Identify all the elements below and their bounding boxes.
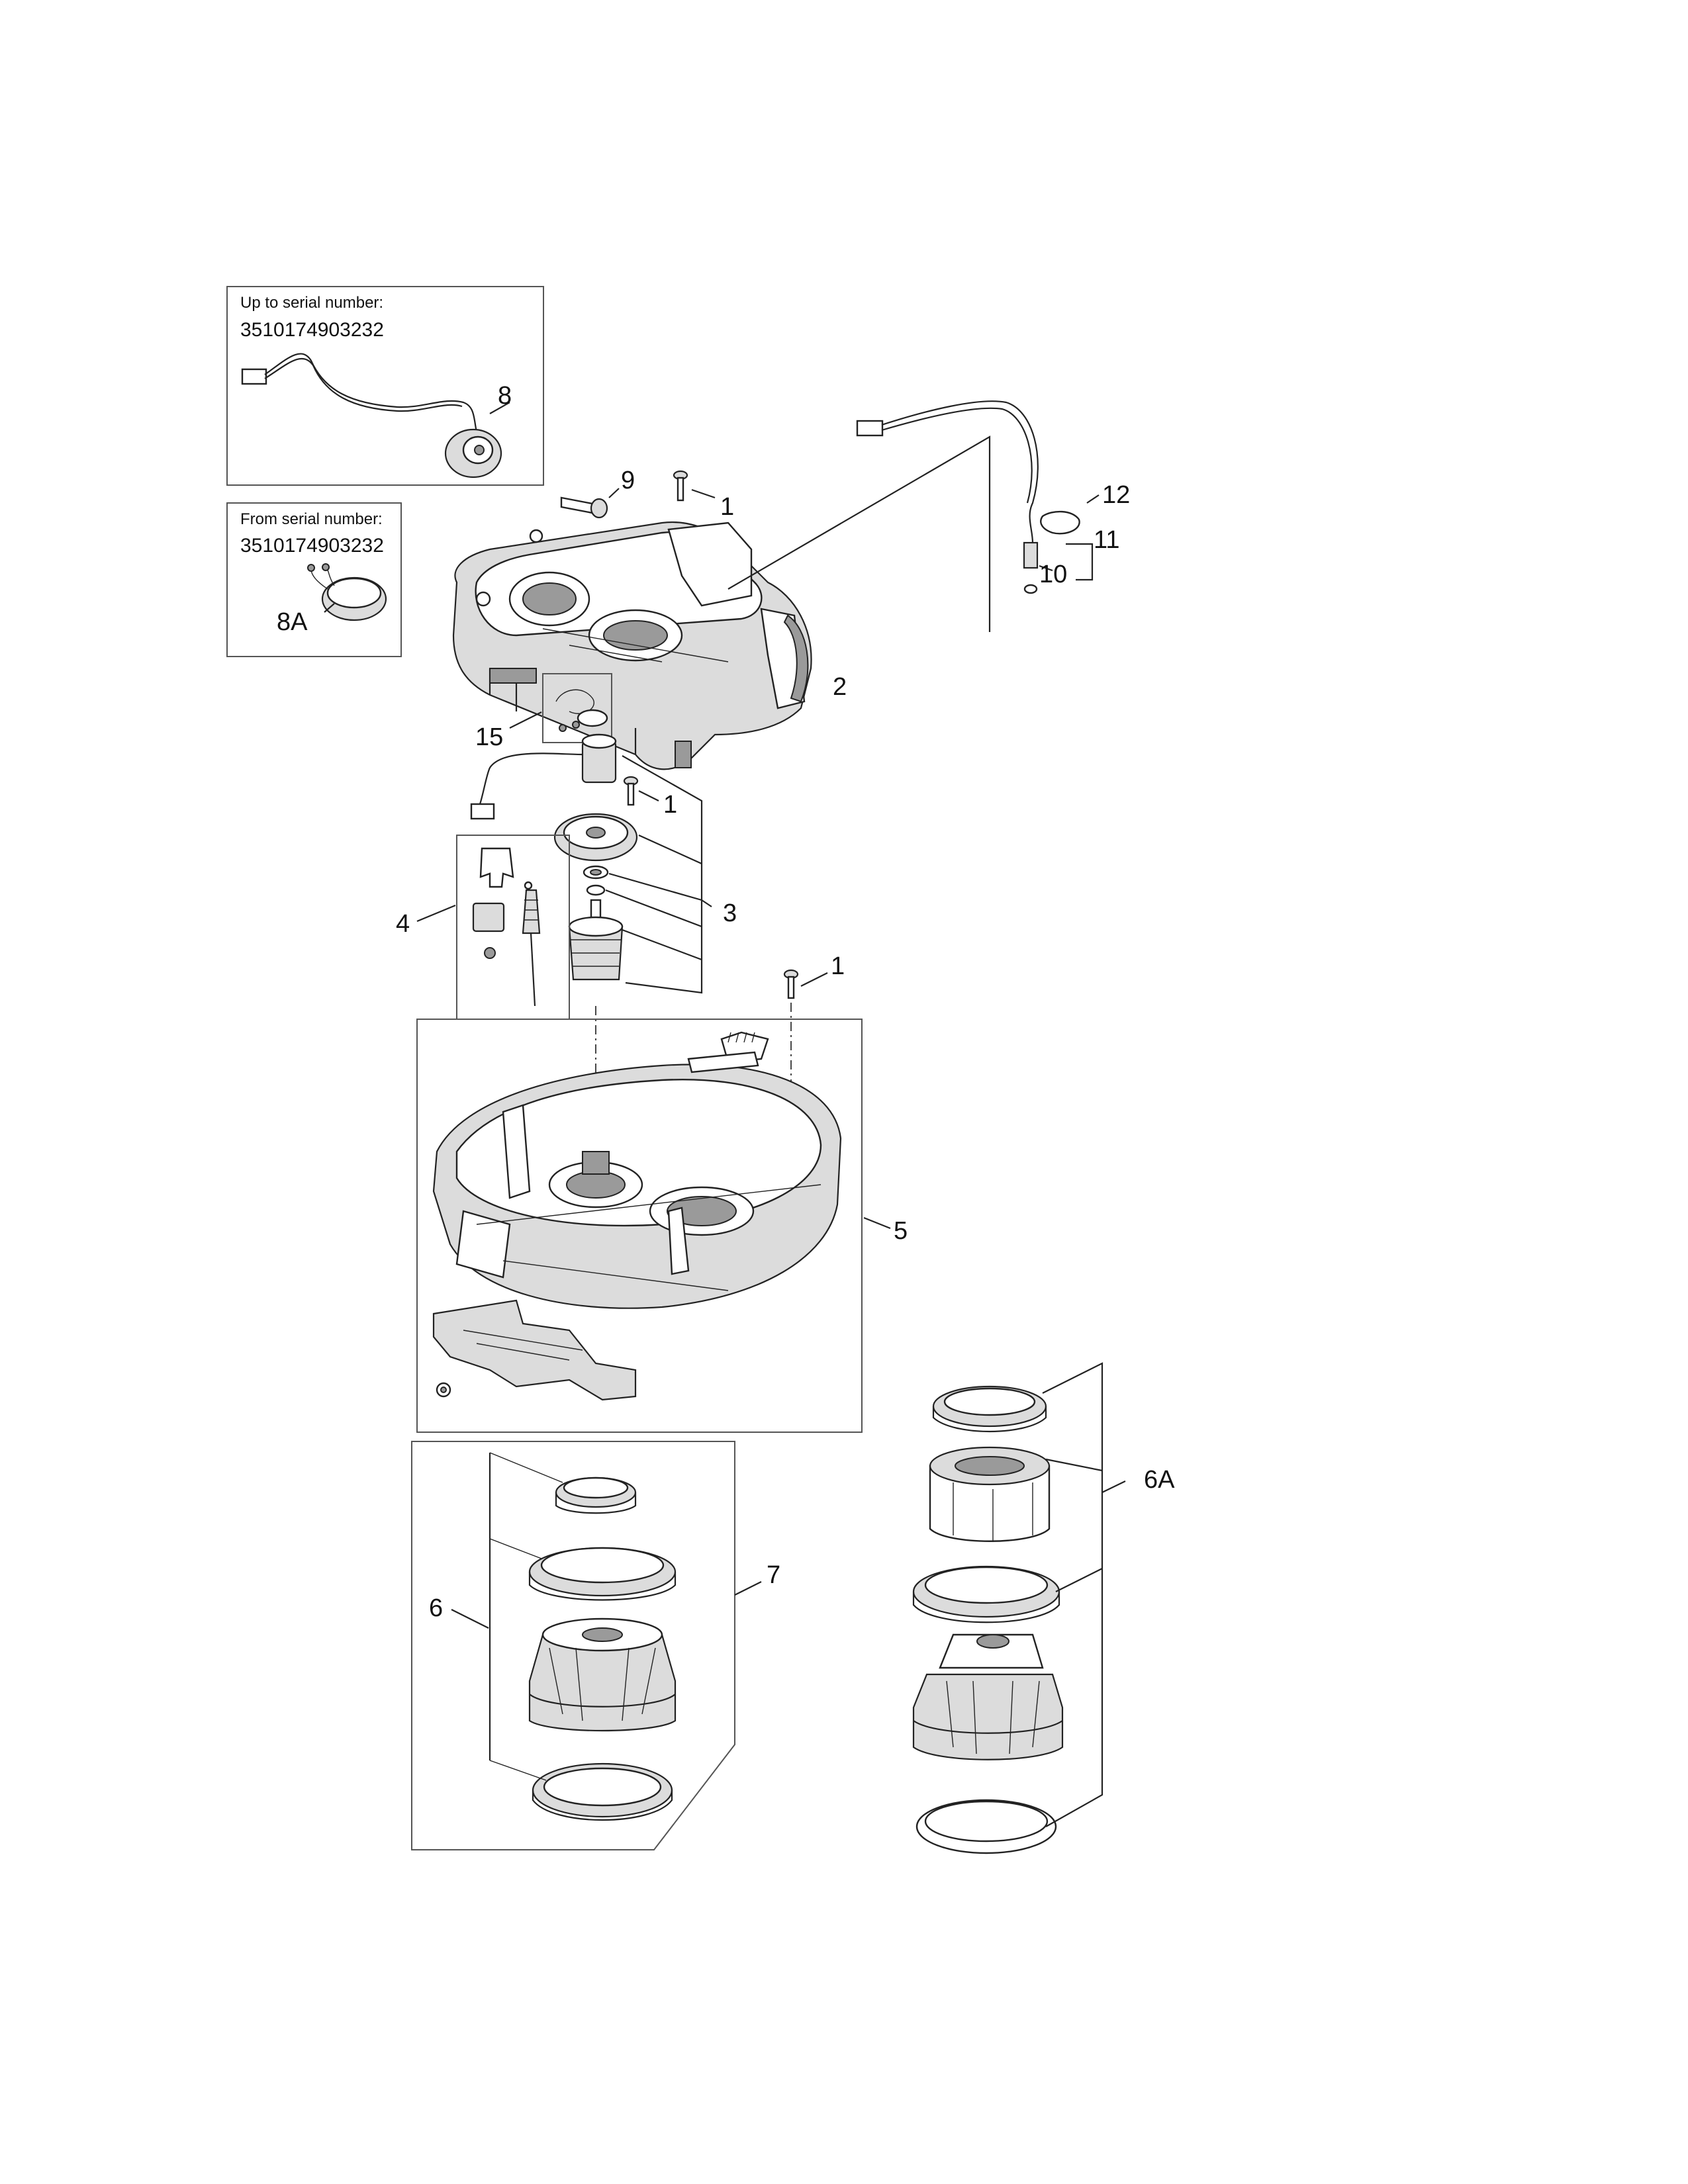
fan-motor-assembly-7 xyxy=(411,1441,762,1850)
sensor-kit-4 xyxy=(416,835,570,1020)
fan-motor-assembly-6a xyxy=(912,1362,1126,1854)
wheel-motor-3 xyxy=(470,733,712,994)
lower-chassis-5 xyxy=(416,1019,891,1433)
sensor-10 xyxy=(1023,541,1039,569)
fan-motor-6 xyxy=(528,1633,677,1732)
callout-5: 5 xyxy=(894,1217,908,1245)
clip-12 xyxy=(1040,510,1080,535)
screw-1-mid xyxy=(623,776,659,806)
callout-9: 9 xyxy=(621,467,635,494)
callout-1-mid: 1 xyxy=(663,791,677,819)
cable-kit-15 xyxy=(509,673,612,743)
screw-1-right xyxy=(783,969,828,999)
callout-6a: 6A xyxy=(1144,1466,1175,1494)
buzzer-connector xyxy=(241,368,267,385)
screw-9 xyxy=(560,488,620,519)
inset-top-serial: 3510174903232 xyxy=(240,319,384,341)
inset-bottom-caption: From serial number: xyxy=(240,510,383,528)
harness-connector xyxy=(856,420,884,437)
callout-6: 6 xyxy=(429,1594,443,1622)
callout-15: 15 xyxy=(475,723,503,751)
upper-chassis-2 xyxy=(452,522,812,770)
callout-1-right: 1 xyxy=(831,952,845,980)
callout-10: 10 xyxy=(1039,561,1067,588)
o-ring xyxy=(1023,584,1038,594)
inset-from-serial: From serial number: 3510174903232 xyxy=(226,502,402,657)
fan-motor-6a xyxy=(912,1673,1064,1760)
callout-12: 12 xyxy=(1102,481,1130,509)
callout-7: 7 xyxy=(767,1561,780,1589)
screw-1-top xyxy=(673,470,716,502)
callout-3: 3 xyxy=(723,899,737,927)
inset-top-caption: Up to serial number: xyxy=(240,294,383,312)
pcb xyxy=(432,1299,637,1401)
inset-bottom-serial: 3510174903232 xyxy=(240,535,384,557)
inset-up-to-serial: Up to serial number: 3510174903232 xyxy=(226,286,544,486)
callout-4: 4 xyxy=(396,910,410,938)
callout-8a: 8A xyxy=(277,608,308,636)
callout-1-top: 1 xyxy=(720,493,734,521)
sensor-harness xyxy=(727,400,1100,632)
callout-11: 11 xyxy=(1094,526,1119,554)
callout-2: 2 xyxy=(833,673,847,701)
callout-8: 8 xyxy=(498,382,512,410)
